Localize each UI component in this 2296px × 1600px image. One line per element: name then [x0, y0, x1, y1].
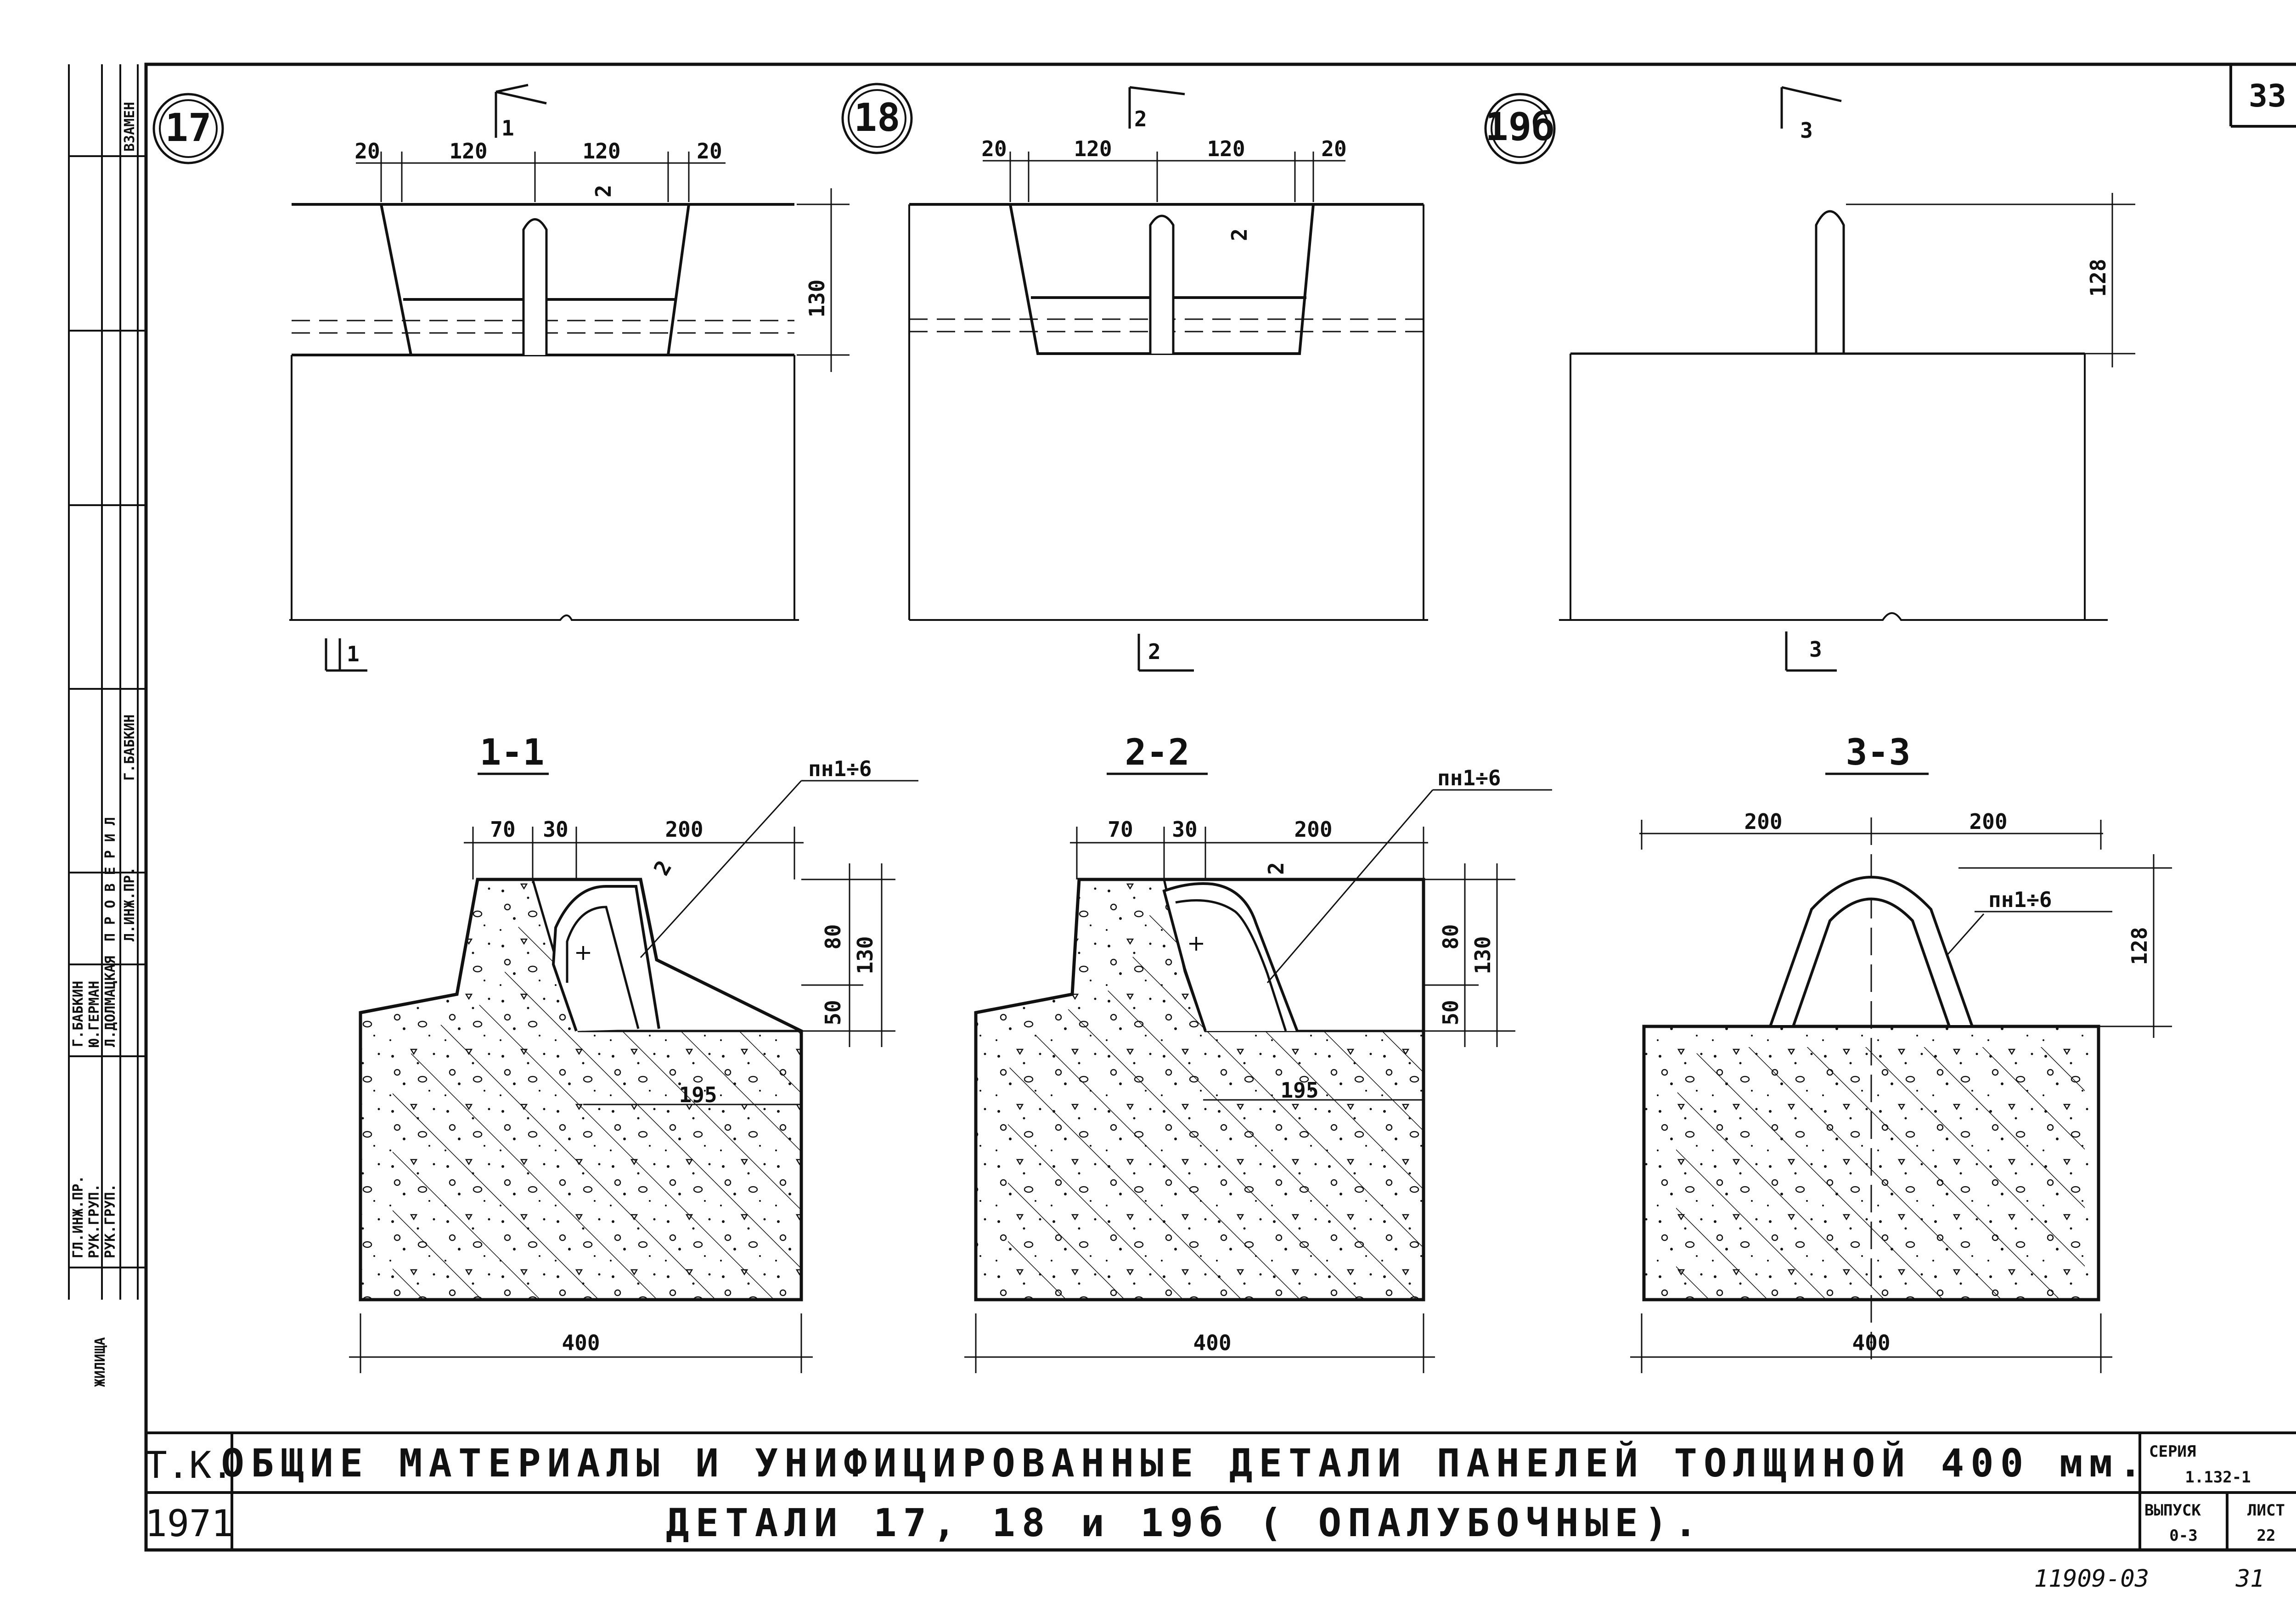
detail-17-dim-1: 20 [355, 139, 380, 163]
side-stamp-role-1: ГЛ.ИНЖ.ПР. [70, 1175, 86, 1258]
bottom-number: 31 [2235, 1565, 2265, 1593]
side-stamp-name-2: Ю.ГЕРМАН [86, 981, 102, 1048]
detail-17-cut-top: 1 [501, 116, 514, 141]
issue-label: ВЫПУСК [2144, 1501, 2201, 1520]
section-3-3-leader: пн1÷6 [1988, 887, 2052, 912]
section-1-1-bottom-dim: 400 [562, 1330, 600, 1355]
section-2-2-dim-2: 30 [1172, 817, 1197, 842]
title-org: Т.К. [145, 1444, 234, 1487]
section-3-3-title: 3-3 [1846, 732, 1911, 773]
side-stamp-role-2: РУК.ГРУП. [86, 1183, 102, 1258]
detail-18-gap-dim: 2 [1227, 228, 1252, 241]
issue-value: 0-3 [2169, 1527, 2197, 1545]
sheet-value: 22 [2257, 1527, 2276, 1545]
detail-17: 17 1 20 120 120 20 2 [152, 84, 850, 672]
sheet-label: ЛИСТ [2247, 1501, 2285, 1520]
detail-19b-marker [1484, 93, 1556, 164]
detail-19b-cut-bottom: 3 [1809, 637, 1822, 662]
section-3-3-dim-1: 200 [1744, 809, 1782, 834]
section-3-3: 3-3 200 200 128 пн1÷6 400 [1630, 732, 2172, 1373]
detail-17-dim-4: 20 [697, 139, 722, 163]
title-line-1: ОБЩИЕ МАТЕРИАЛЫ И УНИФИЦИРОВАННЫЕ ДЕТАЛИ… [221, 1441, 2148, 1486]
section-2-2-gap-dim: 2 [1264, 862, 1289, 875]
side-stamp-role-3: РУК.ГРУП. [102, 1183, 118, 1258]
detail-17-marker [152, 93, 224, 164]
section-2-2-right-dim-2: 130 [1470, 936, 1495, 974]
side-stamp-extra-name-2: Л.ИНЖ.ПР. [122, 867, 138, 941]
side-stamp-top-label: ВЗАМЕН [122, 102, 138, 152]
series-label: СЕРИЯ [2149, 1442, 2196, 1461]
detail-18-dim-1: 20 [981, 136, 1007, 161]
detail-18-dim-3: 120 [1207, 136, 1245, 161]
section-3-3-right-dim-1: 128 [2127, 927, 2152, 965]
sheet-frame [144, 62, 2296, 1552]
section-2-2-dim-3: 200 [1294, 817, 1332, 842]
section-1-1-dim-2: 30 [543, 817, 568, 842]
side-stamp-extra-name-1: Г.БАБКИН [122, 715, 138, 781]
detail-18-label: 18 [854, 95, 900, 140]
detail-17-height-dim: 130 [805, 279, 829, 317]
detail-17-gap-dim: 2 [591, 185, 616, 197]
side-stamp-vertical-word: ЖИЛИЩА [92, 1337, 108, 1387]
section-1-1-gap-dim: 2 [649, 856, 677, 880]
page-number: 33 [2249, 78, 2286, 114]
series-value: 1.132-1 [2185, 1468, 2251, 1487]
section-1-1-leader: пн1÷6 [808, 756, 872, 781]
title-block [146, 1431, 2296, 1550]
section-2-2-right-dim-1: 80 [1438, 924, 1463, 949]
detail-19b-label: 19б [1485, 104, 1555, 149]
side-stamp-text: ВЗАМЕН П Р О В Е Р И Л Г.БАБКИН Л.ИНЖ.ПР… [70, 102, 138, 1387]
section-1-1: 1-1 70 30 200 2 195 80 130 5 [349, 732, 918, 1373]
section-3-3-bottom-dim: 400 [1852, 1330, 1890, 1355]
detail-18-dim-2: 120 [1074, 136, 1112, 161]
section-1-1-right-dim-1: 80 [821, 924, 845, 949]
detail-19b-cut-top: 3 [1800, 118, 1813, 143]
section-1-1-inner-dim: 195 [679, 1082, 717, 1107]
title-line-2: ДЕТАЛИ 17, 18 и 19б ( ОПАЛУБОЧНЫЕ). [666, 1500, 1704, 1545]
detail-19b: 19б 3 128 3 [1484, 86, 2135, 672]
detail-19b-height-dim: 128 [2086, 259, 2110, 297]
section-3-3-dim-2: 200 [1969, 809, 2007, 834]
side-stamp [68, 64, 146, 1300]
section-2-2-inner-dim: 195 [1280, 1078, 1318, 1103]
section-2-2-right-dim-3: 50 [1438, 1000, 1463, 1025]
detail-18-cut-top: 2 [1134, 107, 1147, 131]
section-2-2-leader: пн1÷6 [1437, 766, 1501, 790]
section-1-1-title: 1-1 [480, 732, 545, 773]
side-stamp-name-1: Г.БАБКИН [70, 981, 86, 1048]
section-2-2-bottom-dim: 400 [1193, 1330, 1231, 1355]
section-1-1-right-dim-2: 130 [853, 936, 878, 974]
detail-17-dim-2: 120 [449, 139, 487, 163]
detail-18-marker [841, 83, 913, 154]
detail-18-dim-4: 20 [1321, 136, 1346, 161]
section-2-2-dim-1: 70 [1108, 817, 1133, 842]
title-year: 1971 [145, 1502, 234, 1545]
detail-17-label: 17 [165, 105, 211, 150]
detail-18: 18 2 20 120 120 20 2 [841, 83, 1428, 672]
section-1-1-dim-3: 200 [665, 817, 703, 842]
section-1-1-dim-1: 70 [490, 817, 515, 842]
bottom-code: 11909-03 [2034, 1565, 2149, 1593]
side-stamp-check-label: П Р О В Е Р И Л [102, 817, 118, 941]
section-1-1-right-dim-3: 50 [821, 1000, 845, 1025]
section-2-2: 2-2 70 30 200 2 195 80 130 5 [964, 732, 1552, 1373]
detail-17-cut-bottom: 1 [347, 642, 360, 666]
detail-18-cut-bottom: 2 [1148, 639, 1161, 664]
side-stamp-name-3: Л.ДОЛМАЦКАЯ [102, 956, 118, 1047]
detail-17-dim-3: 120 [582, 139, 620, 163]
section-2-2-title: 2-2 [1125, 732, 1190, 773]
